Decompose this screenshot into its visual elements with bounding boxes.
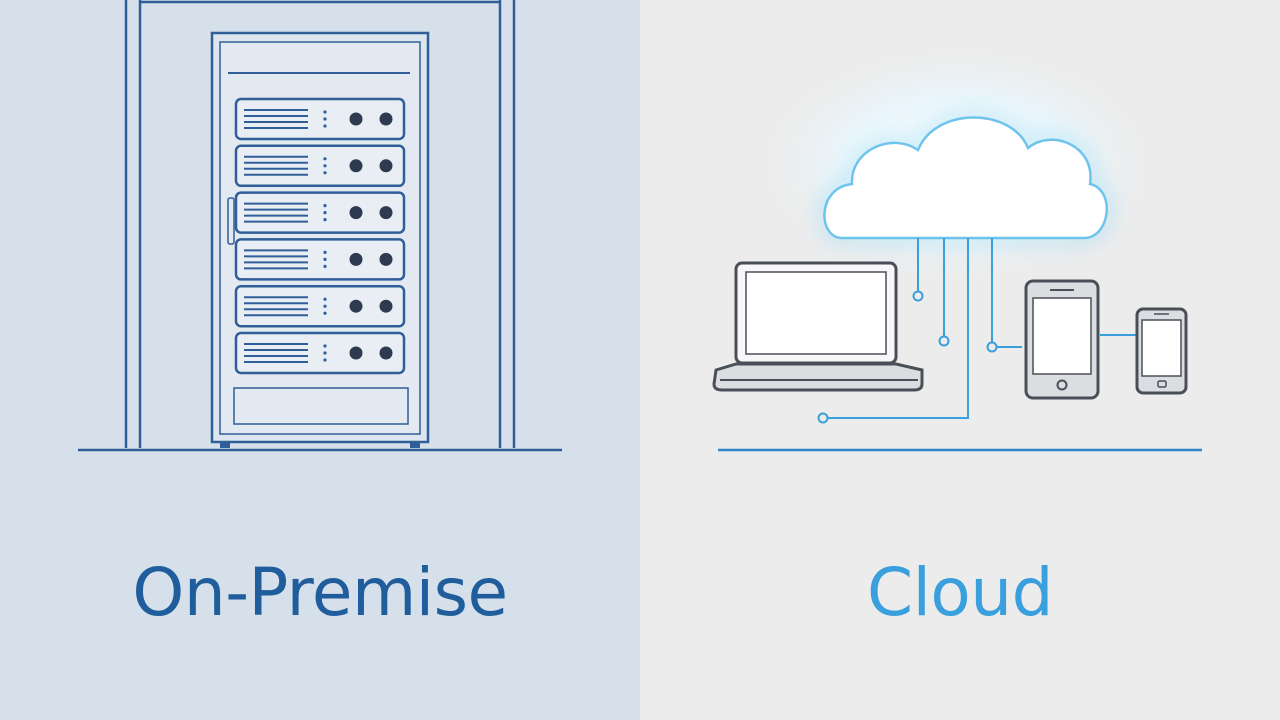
cloud-panel: Cloud xyxy=(640,0,1280,720)
rack-bottom-panel xyxy=(233,387,409,425)
indicator-dot xyxy=(323,250,327,254)
power-button-icon xyxy=(379,299,393,313)
server-rack-illustration xyxy=(0,0,640,720)
on-premise-panel: On-Premise xyxy=(0,0,640,720)
indicator-dot xyxy=(323,264,327,268)
indicator-dot xyxy=(323,171,327,175)
indicator-dot xyxy=(323,311,327,315)
indicator-dot xyxy=(323,124,327,128)
power-button-icon xyxy=(379,159,393,173)
power-button-icon xyxy=(349,206,363,220)
cloud-label: Cloud xyxy=(866,554,1054,631)
indicator-dot xyxy=(323,351,327,355)
power-button-icon xyxy=(349,252,363,266)
indicator-dot xyxy=(323,344,327,348)
smartphone-icon xyxy=(1135,307,1188,395)
laptop-icon xyxy=(712,261,924,392)
indicator-dot xyxy=(323,257,327,261)
rack-door-handle xyxy=(227,197,235,245)
power-button-icon xyxy=(349,159,363,173)
indicator-dot xyxy=(323,211,327,215)
server-unit xyxy=(234,97,406,141)
power-button-icon xyxy=(379,112,393,126)
server-unit xyxy=(234,284,406,328)
power-button-icon xyxy=(379,346,393,360)
room-doorway xyxy=(124,0,516,448)
power-button-icon xyxy=(379,252,393,266)
indicator-dot xyxy=(323,358,327,362)
server-unit xyxy=(234,331,406,375)
power-button-icon xyxy=(349,346,363,360)
indicator-dot xyxy=(323,157,327,161)
power-button-icon xyxy=(349,112,363,126)
indicator-dot xyxy=(323,304,327,308)
connection-nodes xyxy=(817,290,998,424)
indicator-dot xyxy=(323,110,327,114)
rack-foot xyxy=(220,442,230,448)
power-button-icon xyxy=(379,206,393,220)
indicator-dot xyxy=(323,117,327,121)
server-unit xyxy=(234,144,406,188)
indicator-dot xyxy=(323,297,327,301)
power-button-icon xyxy=(349,299,363,313)
indicator-dot xyxy=(323,204,327,208)
server-unit xyxy=(234,191,406,234)
server-unit xyxy=(234,238,406,281)
cloud-illustration xyxy=(640,0,1280,720)
rack-foot xyxy=(410,442,420,448)
server-units xyxy=(234,97,406,375)
indicator-dot xyxy=(323,164,327,168)
cloud-icon xyxy=(819,112,1112,243)
tablet-icon xyxy=(1024,279,1100,400)
indicator-dot xyxy=(323,218,327,222)
on-premise-label: On-Premise xyxy=(132,554,508,631)
